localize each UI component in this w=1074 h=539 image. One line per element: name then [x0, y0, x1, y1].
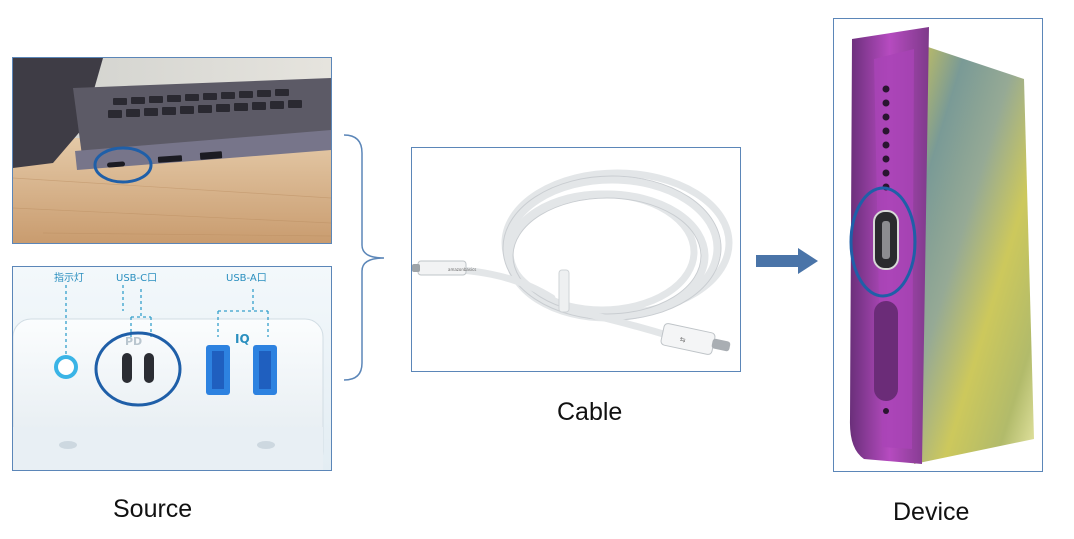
source-brace	[343, 134, 385, 381]
svg-text:⇆: ⇆	[679, 335, 687, 344]
charger-image: 指示灯 USB-C口 USB-A口 PD IQ	[13, 267, 331, 470]
laptop-panel	[12, 57, 332, 244]
cable-image: amazonbasics ⇆	[412, 148, 740, 371]
device-panel	[833, 18, 1043, 472]
charger-panel: 指示灯 USB-C口 USB-A口 PD IQ	[12, 266, 332, 471]
usb-a-port-label: USB-A口	[226, 273, 267, 284]
indicator-light	[54, 355, 78, 379]
charger-usb-c-highlight	[94, 331, 182, 407]
iq-mark: IQ	[235, 332, 250, 346]
flow-arrow	[756, 248, 818, 274]
phone-image	[834, 19, 1042, 471]
indicator-label: 指示灯	[54, 271, 84, 284]
cable-brand-text: amazonbasics	[448, 267, 476, 272]
usb-c-port-label: USB-C口	[116, 273, 157, 284]
usb-c-port-2	[144, 353, 154, 383]
laptop-image	[13, 58, 331, 243]
laptop-usb-c-highlight	[93, 146, 153, 184]
cable-caption: Cable	[557, 398, 623, 426]
device-caption: Device	[893, 498, 970, 526]
usb-c-port-1	[122, 353, 132, 383]
pd-mark: PD	[125, 335, 142, 348]
source-caption: Source	[113, 495, 193, 523]
phone-usb-c-highlight	[849, 186, 917, 298]
cable-panel: amazonbasics ⇆	[411, 147, 741, 372]
